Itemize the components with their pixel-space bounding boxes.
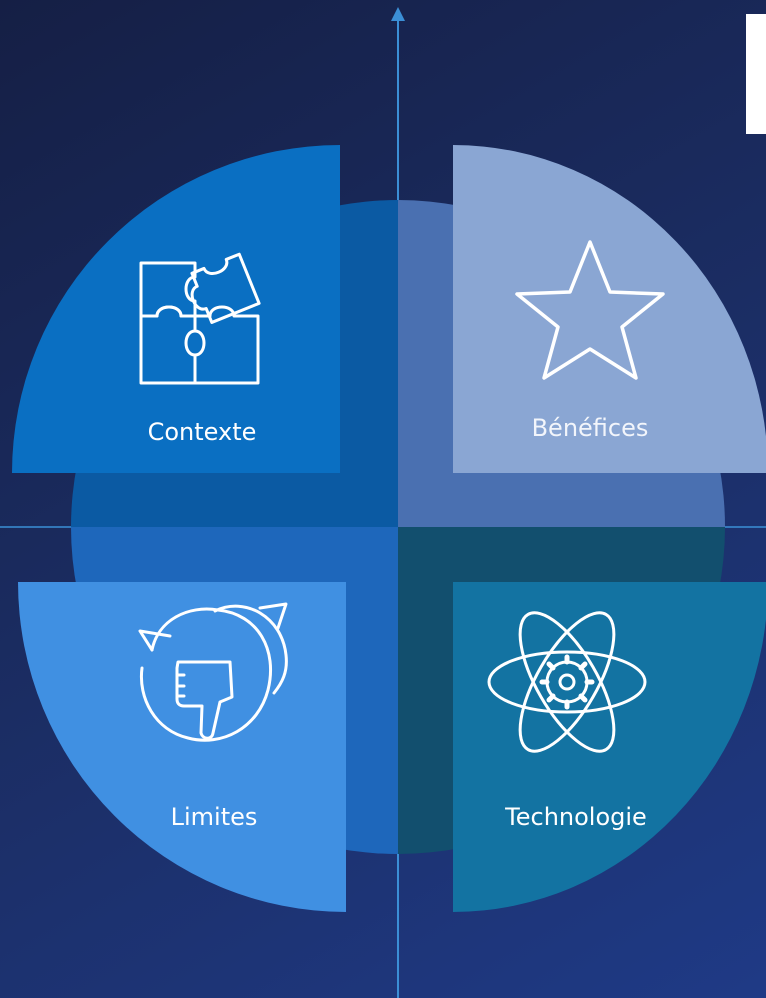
title-box	[746, 14, 766, 134]
star-icon	[515, 240, 665, 380]
label-technologie: Technologie	[504, 803, 647, 831]
quadrant-limites	[18, 582, 346, 912]
puzzle-icon	[139, 252, 261, 385]
atom-gear-icon	[487, 611, 647, 753]
quadrant-benefices	[453, 145, 766, 473]
label-limites: Limites	[171, 803, 258, 831]
label-benefices: Bénéfices	[532, 414, 649, 442]
label-contexte: Contexte	[148, 418, 257, 446]
thumbs-down-chat-icon	[138, 602, 288, 742]
